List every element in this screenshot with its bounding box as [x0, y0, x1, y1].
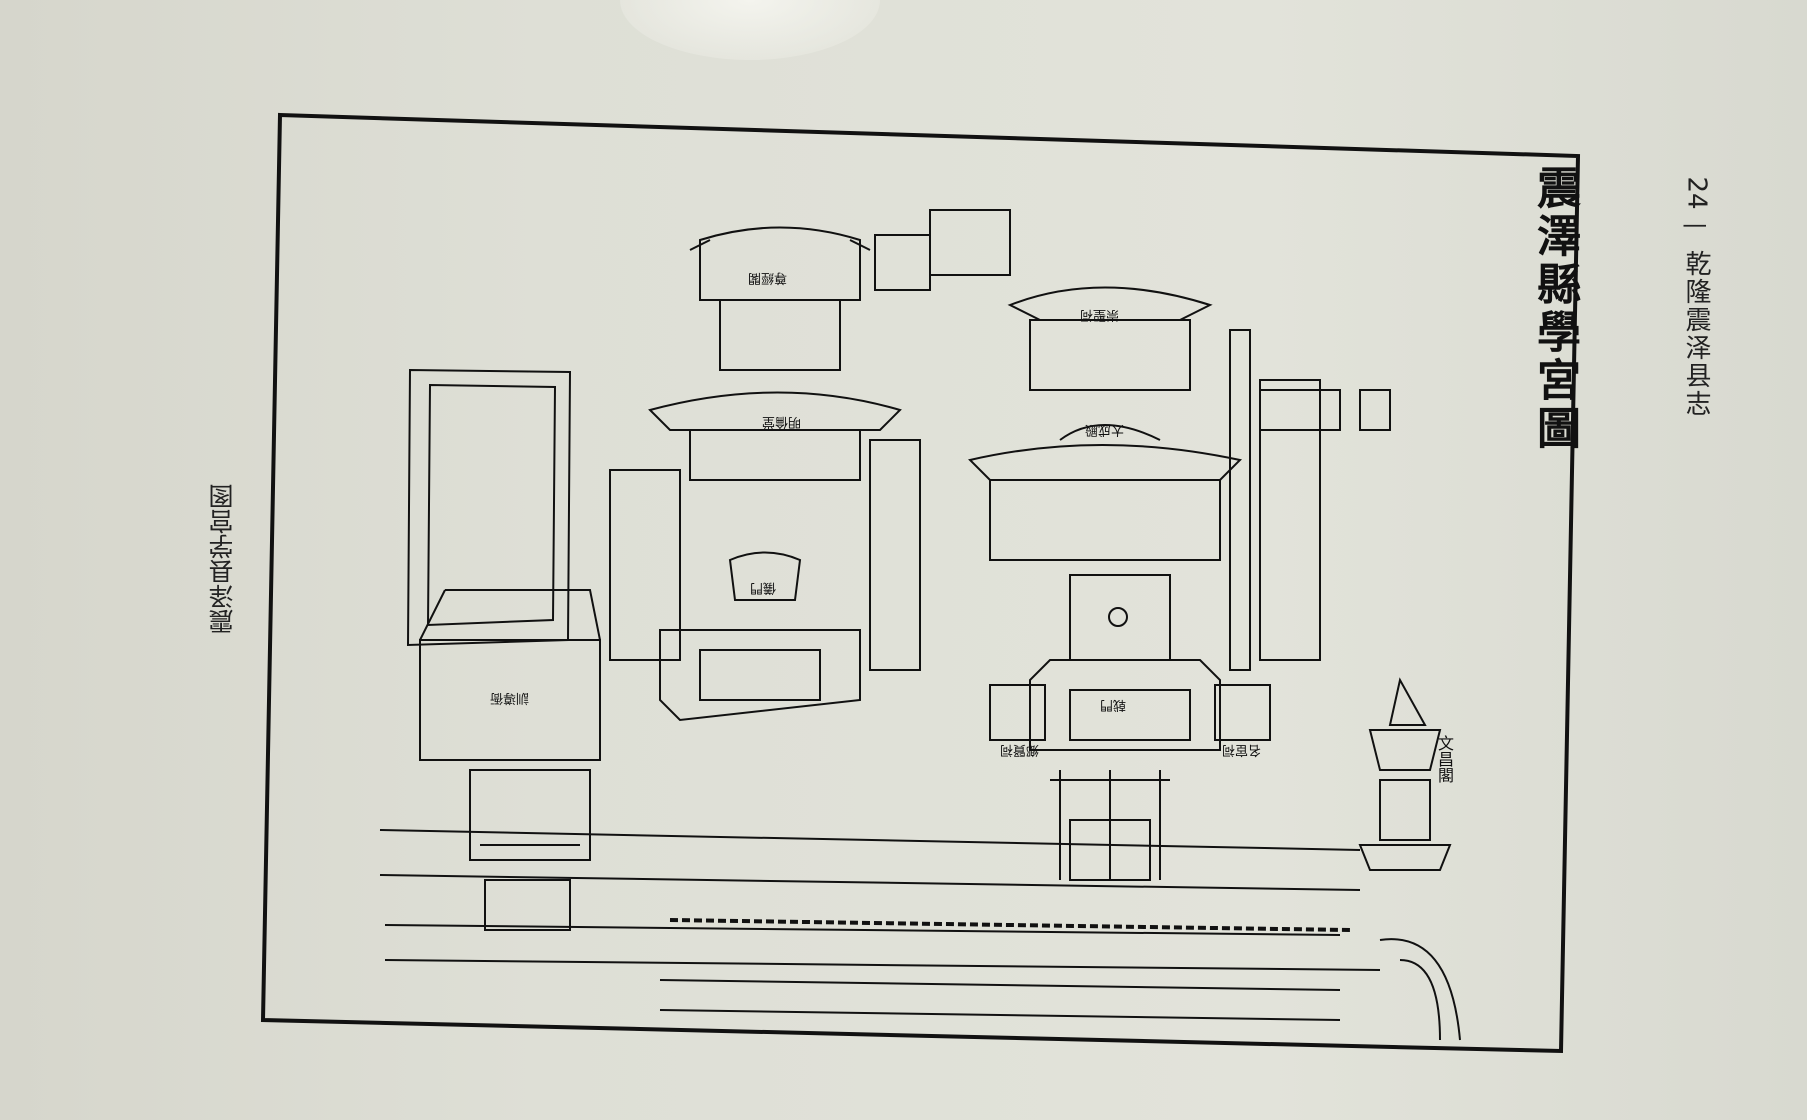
label-wenchangge: 文昌閣: [1435, 735, 1454, 783]
label-zunjingge: 尊經閣: [748, 270, 788, 285]
label-xiangxianci: 鄉賢祠: [1000, 742, 1040, 757]
label-xundaoya: 訓導衙: [490, 690, 530, 705]
label-dachengdian: 大成殿: [1085, 422, 1125, 437]
middle-gate: [659, 629, 861, 722]
label-chongshengci: 崇聖祠: [1080, 307, 1120, 322]
label-jimen: 戟門: [1100, 697, 1127, 712]
central-courtyard: [1069, 574, 1171, 661]
figure-caption: 震泽县学宫图: [208, 484, 237, 634]
lower-left-building: [469, 769, 591, 931]
front-walls: [379, 829, 1381, 1021]
label-mingluntang: 明倫堂: [762, 414, 802, 429]
illustration-frame: [260, 112, 1581, 1054]
page-number: 24: [1681, 176, 1712, 210]
zunjingge-pavilion: [689, 226, 871, 371]
yimen-gate: [728, 551, 802, 601]
right-small-buildings: [1259, 389, 1391, 431]
label-yimen: 儀門: [750, 580, 777, 595]
running-head: 乾隆震泽县志: [1681, 250, 1711, 418]
pan-bridge: [1379, 938, 1461, 1041]
illustration-title: 震澤縣學宮圖: [1529, 165, 1580, 453]
lingxing-gate: [1050, 770, 1170, 881]
xundaoya-building: [419, 589, 601, 761]
chongsheng-shrine: [1007, 286, 1213, 391]
left-wall-block: [406, 368, 572, 647]
minglun-hall: [648, 391, 902, 481]
fret-border: [669, 918, 1351, 932]
jimen-gate: [1029, 659, 1221, 751]
side-shrines: [989, 684, 1271, 741]
label-minghuanci: 名宦祠: [1222, 742, 1262, 757]
header-separator: |: [1683, 222, 1708, 230]
right-corridor: [1229, 329, 1321, 671]
wenchang-pagoda: [1358, 677, 1452, 871]
top-buildings: [874, 209, 1011, 291]
dacheng-hall: [968, 424, 1243, 561]
courtyard-emblem: [1108, 607, 1128, 627]
left-corridor: [609, 439, 921, 671]
